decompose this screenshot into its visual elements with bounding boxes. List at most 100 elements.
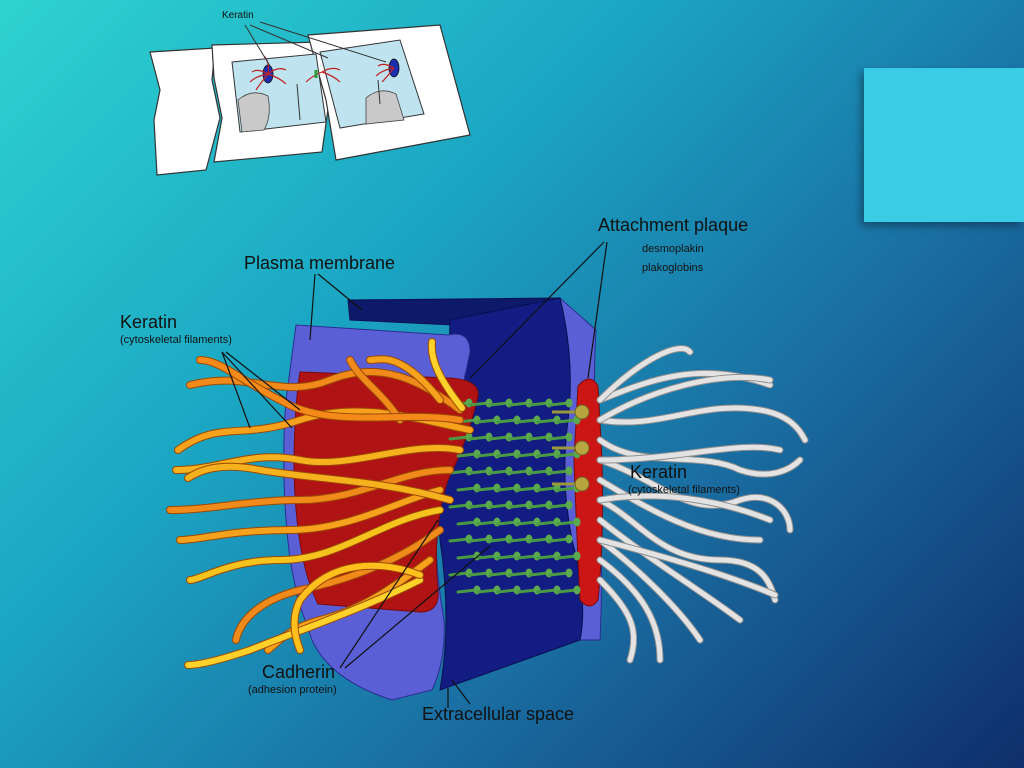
- keratin-filament-left: [367, 356, 443, 403]
- cadherin-stalk: [476, 588, 498, 594]
- cadherin-stalk: [448, 537, 470, 543]
- keratin-right-label: Keratin: [630, 462, 688, 482]
- cadherin-stalk: [536, 486, 558, 492]
- cadherin-stalk: [508, 537, 530, 543]
- cadherin-stalk: [548, 401, 570, 407]
- cadherin-stalk: [456, 554, 478, 560]
- keratin-filament-right: [597, 437, 803, 477]
- cadherin-stalk: [516, 520, 538, 526]
- plasma-membrane-label: Plasma membrane: [244, 253, 396, 273]
- cadherin-stalk: [456, 588, 478, 594]
- cadherin-stalk: [448, 469, 470, 475]
- cadherin-knob: [565, 500, 573, 510]
- cadherin-stalk: [548, 503, 570, 509]
- keratin-filament-right: [597, 346, 693, 403]
- inset-keratin-pointer-lines: [244, 21, 387, 67]
- cadherin-stalk: [556, 554, 578, 560]
- inset-cells-illustration: [149, 24, 471, 176]
- cadherin-stalk: [456, 486, 478, 492]
- cadherin-stalk: [556, 486, 578, 492]
- cadherin-stalk: [488, 435, 510, 441]
- cadherin-stalk: [556, 588, 578, 594]
- cadherin-stalk: [496, 452, 518, 458]
- keratin-filaments-right: [596, 345, 809, 664]
- plakoglobins-label: plakoglobins: [642, 262, 704, 274]
- cadherin-stalk: [528, 469, 550, 475]
- cadherin-stalk: [556, 520, 578, 526]
- cadherin-stalk: [448, 571, 470, 577]
- cadherin-knob: [565, 398, 573, 408]
- cadherin-stalk: [456, 452, 478, 458]
- cadherin-stalk: [476, 486, 498, 492]
- cadherin-knob: [565, 534, 573, 544]
- cadherin-stalk: [448, 435, 470, 441]
- cadherin-stalk: [536, 520, 558, 526]
- cadherin-stalk: [476, 418, 498, 424]
- cadherin-knob: [573, 517, 581, 527]
- plakoglobin-knob: [574, 440, 590, 456]
- keratin-left-sub-label: (cytoskeletal filaments): [120, 334, 232, 346]
- cadherin-stalk: [468, 469, 490, 475]
- keratin-filament-right: [597, 557, 663, 663]
- plakoglobin-knob: [574, 476, 590, 492]
- cadherin-stalk: [476, 452, 498, 458]
- cadherin-stalk: [548, 571, 570, 577]
- cadherin-sub-label: (adhesion protein): [248, 684, 337, 696]
- cadherin-knob: [565, 568, 573, 578]
- cadherin-stalk: [476, 520, 498, 526]
- cadherin-label: Cadherin: [262, 662, 336, 682]
- keratin-filament-left: [197, 357, 463, 423]
- keratin-filament-right: [597, 497, 778, 603]
- cadherin-stalk: [516, 588, 538, 594]
- cadherin-stalk: [536, 554, 558, 560]
- cadherin-stalk: [468, 503, 490, 509]
- desmoplakin-label: desmoplakin: [642, 243, 704, 255]
- accent-box: [864, 68, 1024, 222]
- cadherin-knob: [573, 585, 581, 595]
- cadherin-stalk: [508, 469, 530, 475]
- cadherin-stalk: [528, 571, 550, 577]
- keratin-filament-right: [597, 374, 773, 423]
- keratin-filament-right: [597, 577, 637, 663]
- cadherin-stalk: [528, 537, 550, 543]
- keratin-right-sub-label: (cytoskeletal filaments): [628, 484, 740, 496]
- plakoglobin-knob: [574, 404, 590, 420]
- keratin-filament-left: [187, 507, 443, 583]
- cadherin-stalk: [496, 588, 518, 594]
- cadherin-stalk: [516, 486, 538, 492]
- cadherin-stalk: [536, 418, 558, 424]
- cadherin-knob: [565, 432, 573, 442]
- cadherin-stalk: [516, 418, 538, 424]
- cadherin-stalk: [468, 435, 490, 441]
- keratin-filament-left: [185, 577, 423, 668]
- cadherin-stalk: [456, 520, 478, 526]
- cadherin-stalk: [528, 503, 550, 509]
- cadherin-stalk: [556, 418, 578, 424]
- keratin-left-label: Keratin: [120, 312, 178, 332]
- keratin-filament-right: [597, 405, 808, 443]
- cadherin-stalk: [508, 571, 530, 577]
- cadherin-stalk: [488, 571, 510, 577]
- cadherin-stalk: [516, 452, 538, 458]
- cadherin-stalk: [496, 520, 518, 526]
- cadherin-stalk: [476, 554, 498, 560]
- cadherin-stalk: [536, 452, 558, 458]
- cadherin-stalk: [496, 486, 518, 492]
- cadherin-stalk: [488, 537, 510, 543]
- extracellular-space-label: Extracellular space: [422, 704, 575, 724]
- cadherin-stalk: [448, 503, 470, 509]
- cadherin-stalk: [496, 554, 518, 560]
- cadherin-stalk: [468, 571, 490, 577]
- cadherin-stalk: [508, 435, 530, 441]
- keratin-filament-right: [597, 477, 763, 543]
- cadherin-stalk: [508, 503, 530, 509]
- keratin-filament-left: [291, 562, 423, 653]
- keratin-filament-left: [347, 357, 403, 423]
- keratin-filament-right: [597, 537, 778, 598]
- keratin-filament-right: [597, 537, 703, 643]
- cadherin-knob: [573, 551, 581, 561]
- cadherin-stalk: [528, 435, 550, 441]
- cadherin-stalk: [488, 503, 510, 509]
